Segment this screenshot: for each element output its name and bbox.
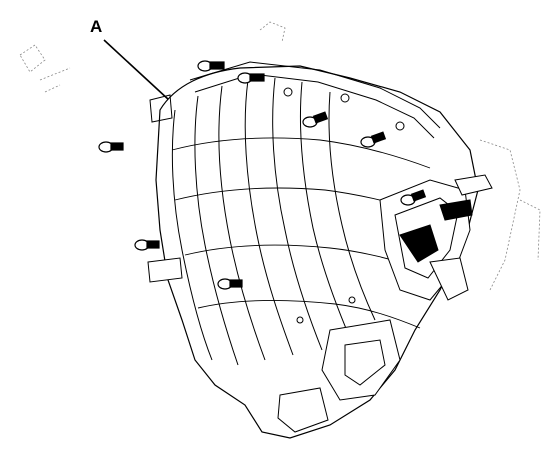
bolt-4 [360, 131, 387, 148]
bolt-7 [217, 278, 243, 290]
bolt-3 [302, 111, 329, 128]
plenum-details [379, 174, 493, 301]
bolt-2 [237, 72, 265, 84]
callout-label-a: A [90, 17, 103, 36]
bolt-1 [197, 60, 225, 72]
manifold-body [155, 65, 479, 439]
mounting-bosses [283, 87, 405, 324]
lower-bracket [147, 257, 401, 433]
background-parts [19, 21, 541, 291]
bolt-6 [134, 239, 160, 251]
bolt-8 [400, 189, 427, 206]
bolt-5 [98, 141, 124, 153]
intake-runners [171, 77, 376, 366]
bolts [98, 60, 427, 290]
